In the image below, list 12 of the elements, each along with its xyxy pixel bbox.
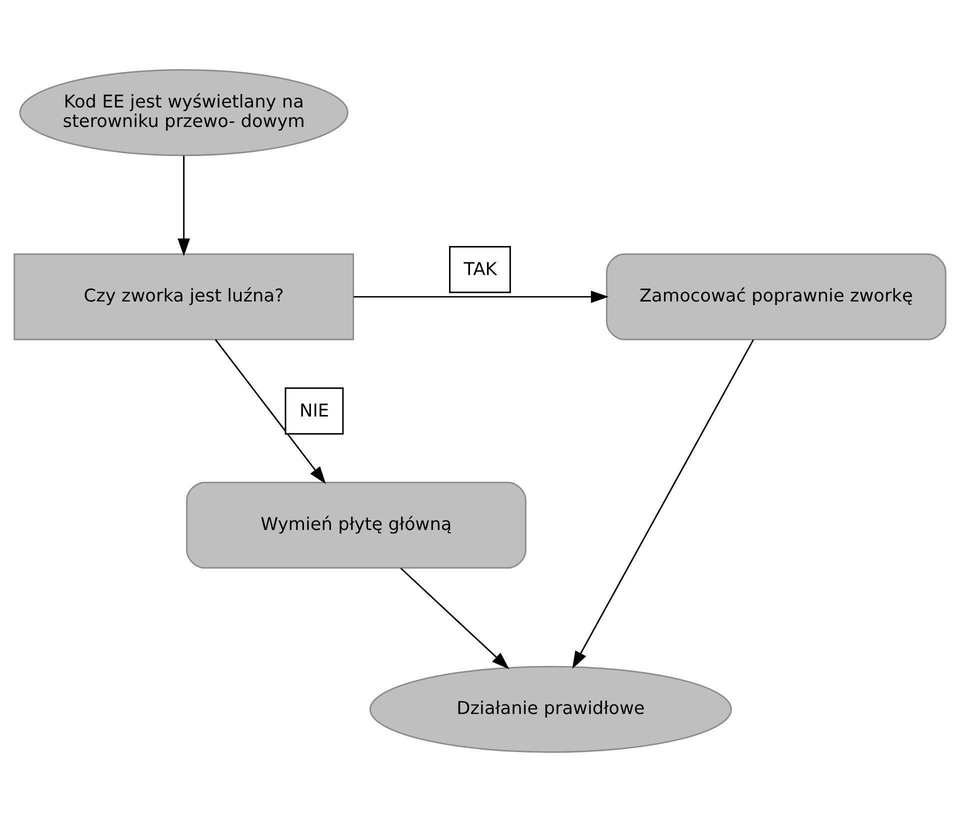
node-box: Wymień płytę główną bbox=[186, 481, 526, 568]
node-ellipse: Kod EE jest wyświetlany na sterowniku przewo- dowym bbox=[19, 68, 348, 156]
arrow bbox=[572, 338, 754, 668]
arrow bbox=[214, 338, 326, 484]
arrow bbox=[400, 567, 510, 669]
edge-label: TAK bbox=[464, 259, 497, 280]
node-ellipse: Działanie prawidłowe bbox=[369, 665, 732, 752]
edge-label: NIE bbox=[300, 400, 330, 421]
arrow bbox=[354, 290, 609, 302]
arrow bbox=[178, 155, 190, 256]
node-box: Czy zworka jest luźna? bbox=[14, 252, 354, 340]
node-box: Zamocować poprawnie zworkę bbox=[606, 252, 946, 340]
